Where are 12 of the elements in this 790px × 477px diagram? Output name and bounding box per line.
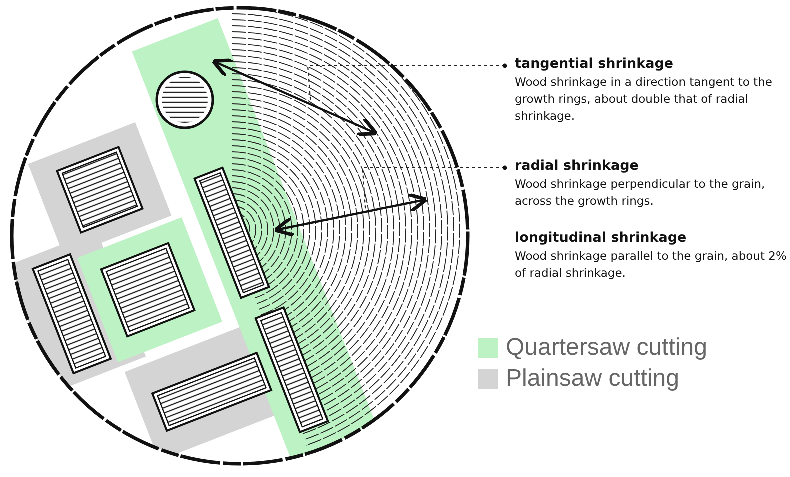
term-heading: tangential shrinkage [515,56,675,72]
term-heading: radial shrinkage [515,158,640,174]
leader-line [362,166,508,212]
double-headed-arrow [212,58,378,136]
term-description: Wood shrinkage perpendicular to the grain, across the growth rings. [515,176,766,210]
term-description: Wood shrinkage in a direction tangent to the growth rings, about double that of radial shrinkage. [515,74,774,125]
leader-line [307,64,508,105]
double-headed-arrow [274,192,428,238]
term-description: Wood shrinkage parallel to the grain, about 2% of radial shrinkage. [515,248,788,282]
legend-label: Plainsaw cutting [506,365,680,393]
legend-label: Quartersaw cutting [506,334,708,362]
term-heading: longitudinal shrinkage [515,230,688,246]
